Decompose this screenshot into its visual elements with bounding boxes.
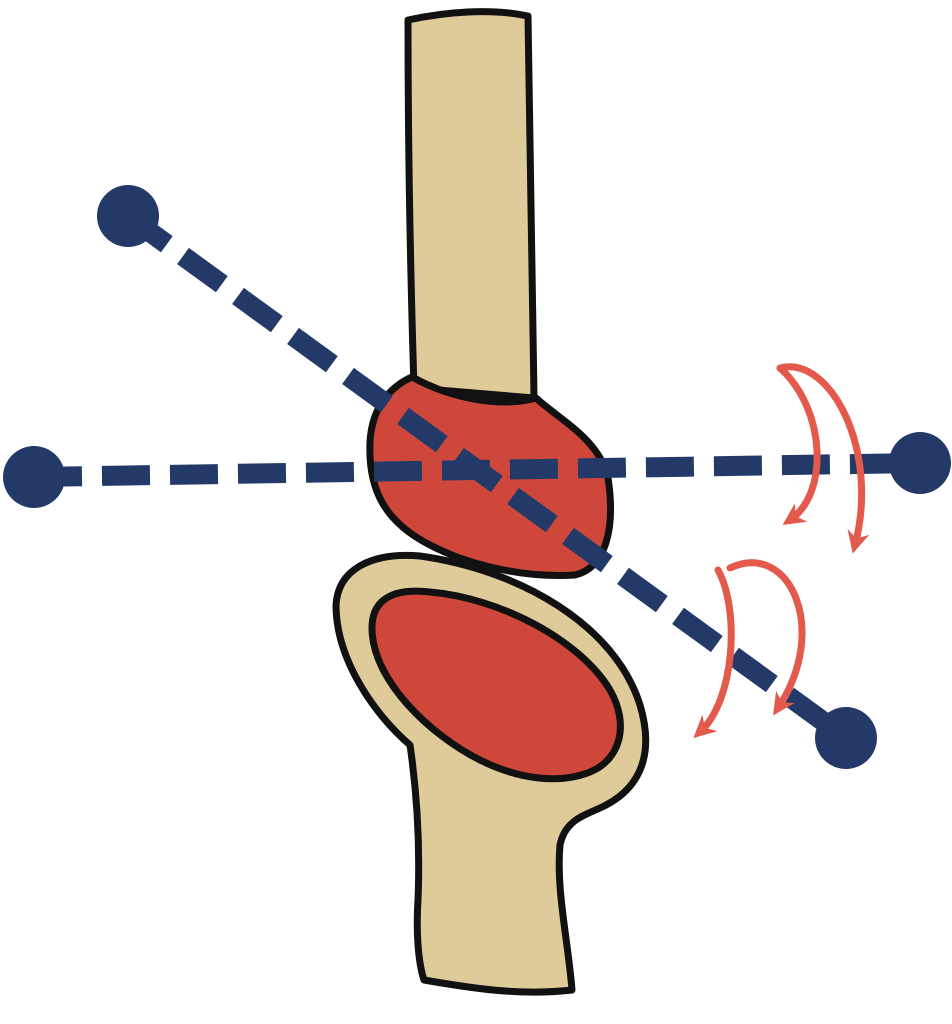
axis-endpoint-bottom-right [815, 707, 877, 769]
rotation-arrow-upper-front [776, 364, 821, 526]
rotation-arrow-lower-front [693, 566, 735, 739]
oblique-rotation-axis [97, 185, 877, 769]
upper-bone-shaft [404, 8, 538, 402]
axis-endpoint-right [889, 432, 951, 494]
axis-endpoint-top-left [97, 185, 159, 247]
lower-bone-articular-surface [368, 587, 624, 783]
rotation-arrow-upper [776, 363, 870, 554]
rotation-arrow-lower-back [726, 559, 806, 716]
rotation-arrow-lower [693, 559, 806, 739]
lower-bone [332, 551, 650, 996]
rotation-arrow-upper-back [776, 363, 870, 554]
axis-endpoint-left [3, 446, 65, 508]
